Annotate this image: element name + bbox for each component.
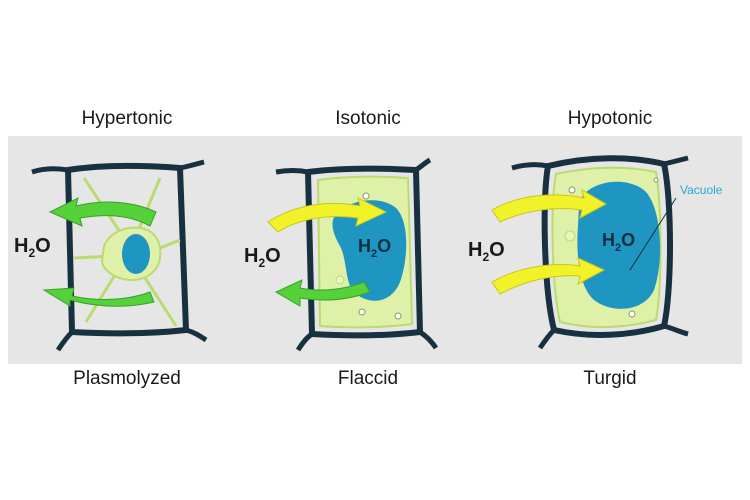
vacuole-water-label: H2O bbox=[358, 236, 391, 260]
isotonic-label: Isotonic bbox=[335, 108, 401, 129]
organelle bbox=[628, 310, 636, 318]
hypotonic-label: Hypotonic bbox=[567, 108, 653, 129]
neighbor-wall bbox=[663, 323, 689, 337]
vacuole bbox=[577, 181, 661, 309]
neighbor-wall bbox=[179, 159, 205, 171]
vacuole bbox=[332, 200, 407, 301]
neighbor-wall bbox=[414, 157, 432, 173]
neighbor-wall bbox=[418, 329, 439, 350]
water-label: H2O bbox=[244, 245, 281, 270]
vacuole-pointer-line bbox=[629, 197, 677, 271]
vacuole-label: Vacuole bbox=[680, 183, 723, 197]
neighbor-wall bbox=[511, 162, 549, 171]
organelle bbox=[653, 177, 659, 183]
water-label: H2O bbox=[468, 239, 505, 264]
vacuole bbox=[122, 234, 150, 274]
neighbor-wall bbox=[537, 328, 556, 350]
water-in-arrow bbox=[491, 188, 608, 223]
organelle bbox=[568, 186, 576, 194]
organelle bbox=[394, 312, 402, 320]
neighbor-wall bbox=[185, 327, 208, 343]
organelle bbox=[358, 308, 366, 316]
organelle bbox=[335, 275, 345, 285]
water-label: H2O bbox=[14, 235, 51, 260]
water-in-arrow bbox=[267, 197, 388, 233]
turgid-label: Turgid bbox=[583, 368, 637, 389]
neighbor-wall bbox=[31, 166, 69, 175]
flaccid-cell: H2O H2O bbox=[244, 157, 439, 352]
turgid-cell: H2O H2O Vacuole bbox=[468, 155, 723, 350]
neighbor-wall bbox=[275, 168, 309, 175]
water-out-arrow bbox=[42, 287, 155, 307]
neighbor-wall bbox=[295, 331, 314, 352]
hypertonic-label: Hypertonic bbox=[81, 108, 173, 129]
organelle bbox=[564, 230, 576, 242]
vacuole-water-label: H2O bbox=[602, 230, 635, 254]
flaccid-label: Flaccid bbox=[337, 368, 399, 389]
organelle bbox=[362, 192, 370, 200]
neighbor-wall bbox=[663, 155, 689, 167]
neighbor-wall bbox=[55, 330, 74, 352]
plasmolyzed-label: Plasmolyzed bbox=[73, 368, 181, 389]
water-out-arrow bbox=[48, 197, 157, 227]
water-out-arrow bbox=[274, 279, 371, 307]
plasmolyzed-cell: H2O bbox=[14, 159, 208, 352]
water-in-arrow bbox=[491, 257, 606, 295]
